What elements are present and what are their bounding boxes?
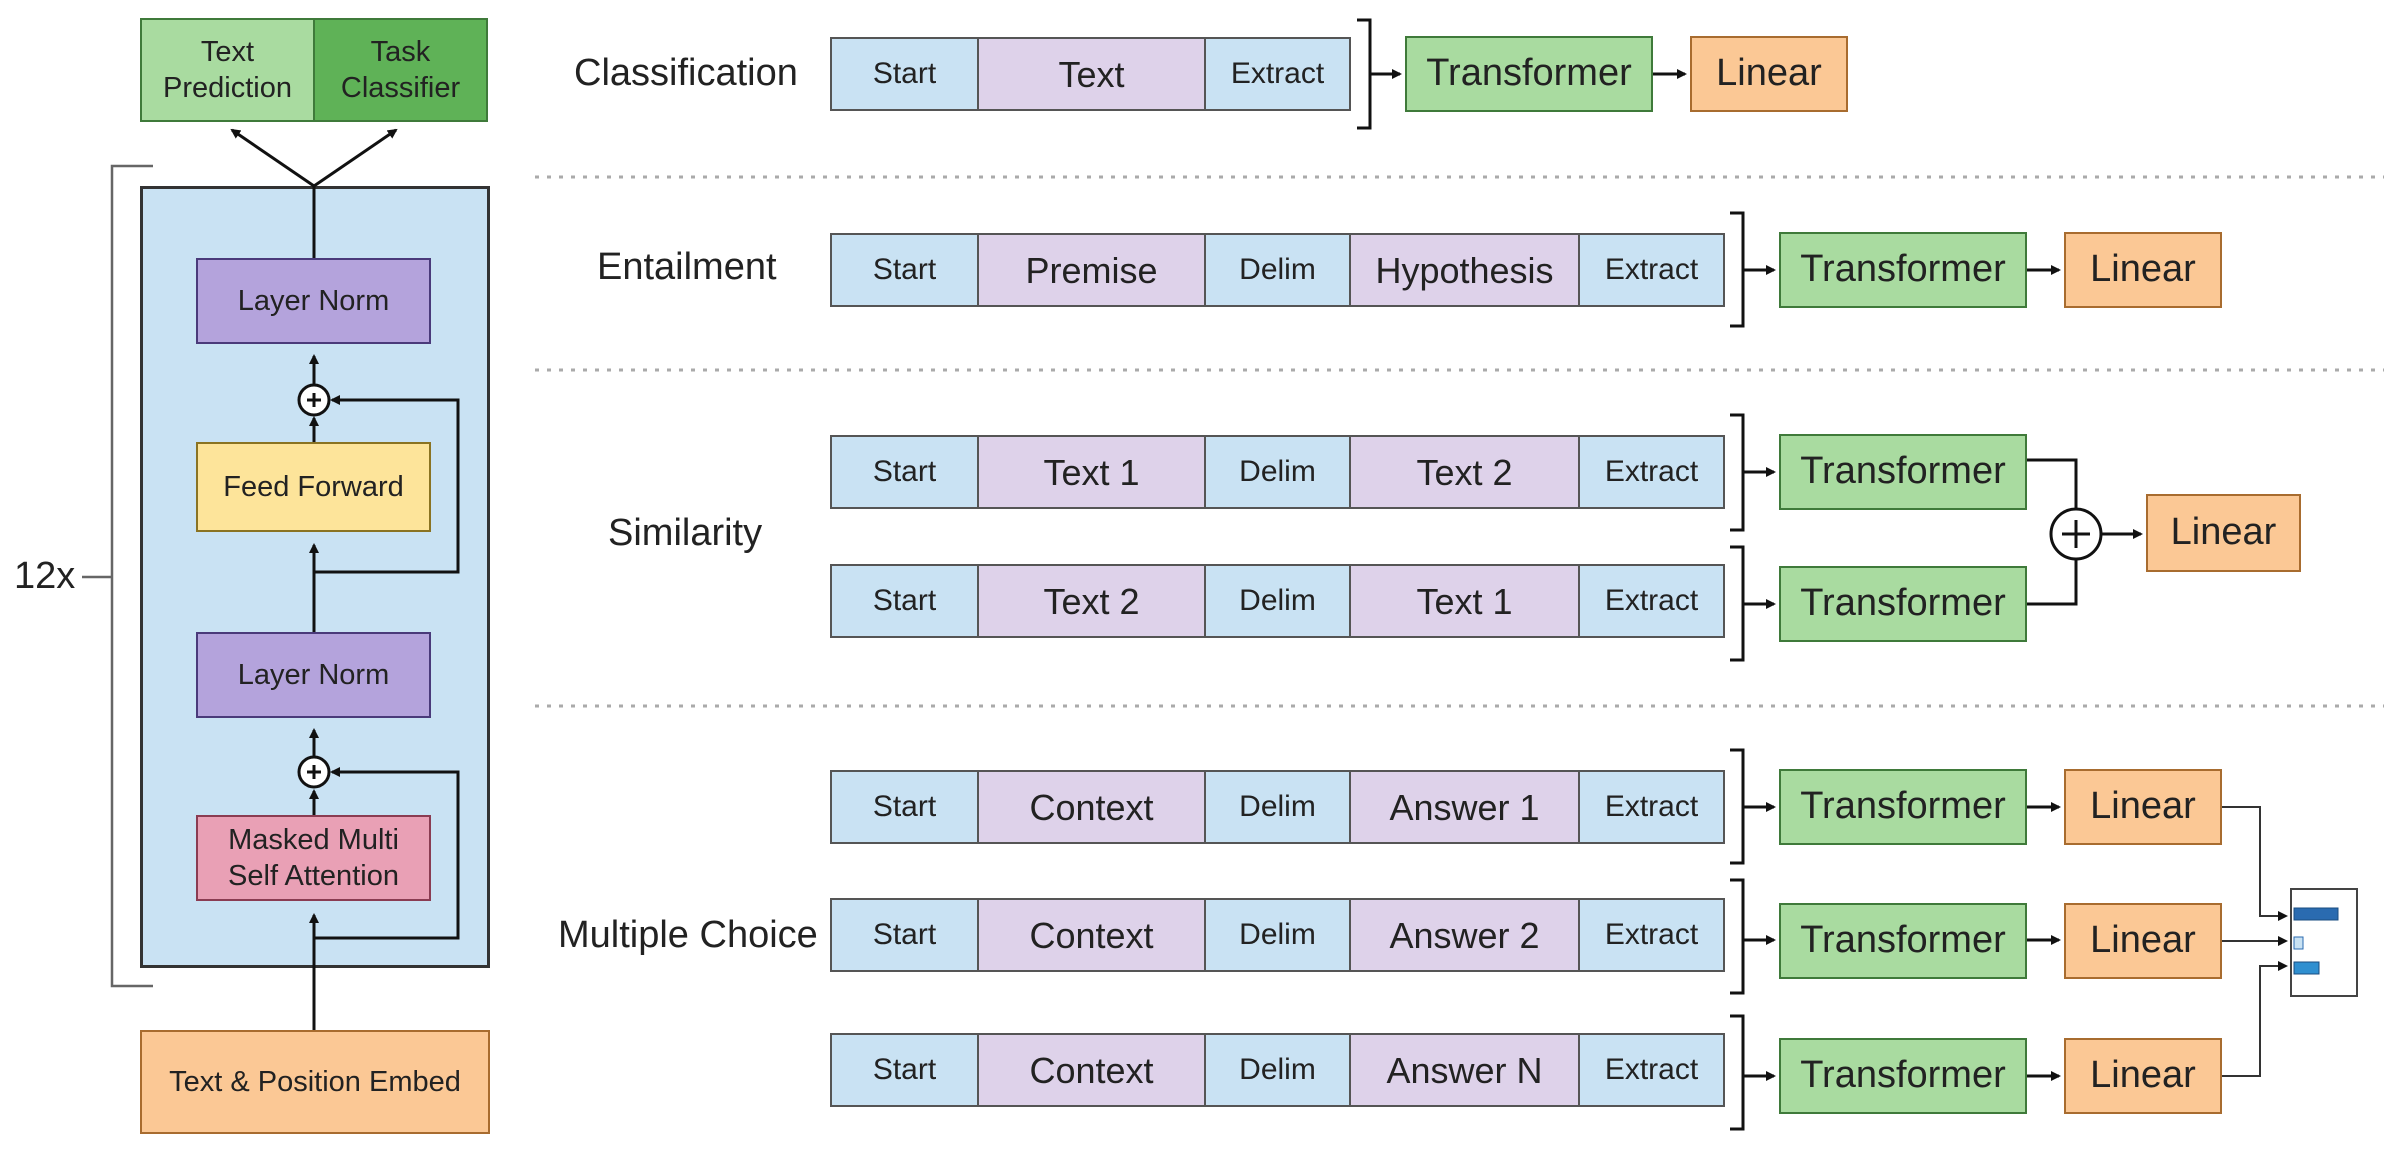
similarity-row1-transformer: Transformer (1779, 434, 2027, 510)
classification-token-extract: Extract (1204, 37, 1351, 111)
task-classifier-head: Task Classifier (313, 18, 488, 122)
similarity-row2-extract: Extract (1578, 564, 1725, 638)
similarity-row2-text2: Text 2 (977, 564, 1206, 638)
similarity-merge-2 (2027, 558, 2078, 606)
residual-loop-bottom (314, 767, 460, 940)
similarity-row1-delim: Delim (1204, 435, 1351, 509)
layer-norm-bottom: Layer Norm (196, 632, 431, 718)
mc-row1-linear: Linear (2064, 769, 2222, 845)
mc-row3-start: Start (830, 1033, 979, 1107)
similarity-row1-text2: Text 2 (1349, 435, 1580, 509)
softmax-bar-3 (2293, 961, 2320, 975)
mc-row2-extract: Extract (1578, 898, 1725, 972)
entailment-label: Entailment (597, 246, 777, 288)
multiple-choice-label: Multiple Choice (558, 914, 818, 956)
entailment-token-extract: Extract (1578, 233, 1725, 307)
mc-out-arrow-3 (2222, 961, 2288, 1077)
similarity-bracket-2 (1730, 545, 1745, 662)
similarity-row1-text1: Text 1 (977, 435, 1206, 509)
repeat-bracket (110, 164, 153, 988)
text-position-embed: Text & Position Embed (140, 1030, 490, 1134)
residual-loop-top (314, 395, 460, 574)
mc-row3-delim: Delim (1204, 1033, 1351, 1107)
mc-row3-context: Context (977, 1033, 1206, 1107)
mc-row2-linear: Linear (2064, 903, 2222, 979)
entailment-token-hypothesis: Hypothesis (1349, 233, 1580, 307)
mc-row2-start: Start (830, 898, 979, 972)
entailment-linear: Linear (2064, 232, 2222, 308)
entailment-bracket (1730, 211, 1745, 328)
to-text-prediction-arrow (230, 128, 315, 188)
similarity-merge-1 (2027, 458, 2078, 510)
text-prediction-head: Text Prediction (140, 18, 315, 122)
mc-row1-answer: Answer 1 (1349, 770, 1580, 844)
entailment-token-delim: Delim (1204, 233, 1351, 307)
similarity-row2-text1: Text 1 (1349, 564, 1580, 638)
similarity-label: Similarity (608, 512, 763, 554)
similarity-linear: Linear (2146, 494, 2301, 572)
masked-self-attention: Masked Multi Self Attention (196, 815, 431, 901)
similarity-row2-start: Start (830, 564, 979, 638)
classification-bracket (1357, 18, 1372, 130)
mc-row3-linear: Linear (2064, 1038, 2222, 1114)
mc-row1-transformer: Transformer (1779, 769, 2027, 845)
similarity-row2-transformer: Transformer (1779, 566, 2027, 642)
mc-row1-delim: Delim (1204, 770, 1351, 844)
layer-norm-top: Layer Norm (196, 258, 431, 344)
similarity-row1-extract: Extract (1578, 435, 1725, 509)
softmax-bar-1 (2293, 907, 2339, 921)
classification-token-start: Start (830, 37, 979, 111)
mc-bracket-3 (1730, 1014, 1745, 1131)
separator-lines (535, 175, 2384, 708)
similarity-row2-delim: Delim (1204, 564, 1351, 638)
mc-row3-answer: Answer N (1349, 1033, 1580, 1107)
entailment-token-start: Start (830, 233, 979, 307)
mc-row2-delim: Delim (1204, 898, 1351, 972)
mc-bracket-2 (1730, 878, 1745, 995)
similarity-bracket-1 (1730, 413, 1745, 532)
mc-bracket-1 (1730, 748, 1745, 865)
mc-row2-transformer: Transformer (1779, 903, 2027, 979)
mc-row3-transformer: Transformer (1779, 1038, 2027, 1114)
classification-transformer: Transformer (1405, 36, 1653, 112)
mc-row2-context: Context (977, 898, 1206, 972)
classification-linear: Linear (1690, 36, 1848, 112)
softmax-bar-2 (2293, 936, 2304, 950)
mc-out-arrow-1 (2222, 806, 2288, 921)
entailment-token-premise: Premise (977, 233, 1206, 307)
entailment-transformer: Transformer (1779, 232, 2027, 308)
repeat-label: 12x (14, 555, 76, 597)
to-task-classifier-arrow (313, 128, 398, 188)
feed-forward: Feed Forward (196, 442, 431, 532)
mc-row1-extract: Extract (1578, 770, 1725, 844)
mc-row3-extract: Extract (1578, 1033, 1725, 1107)
mc-row1-start: Start (830, 770, 979, 844)
classification-label: Classification (574, 52, 798, 94)
